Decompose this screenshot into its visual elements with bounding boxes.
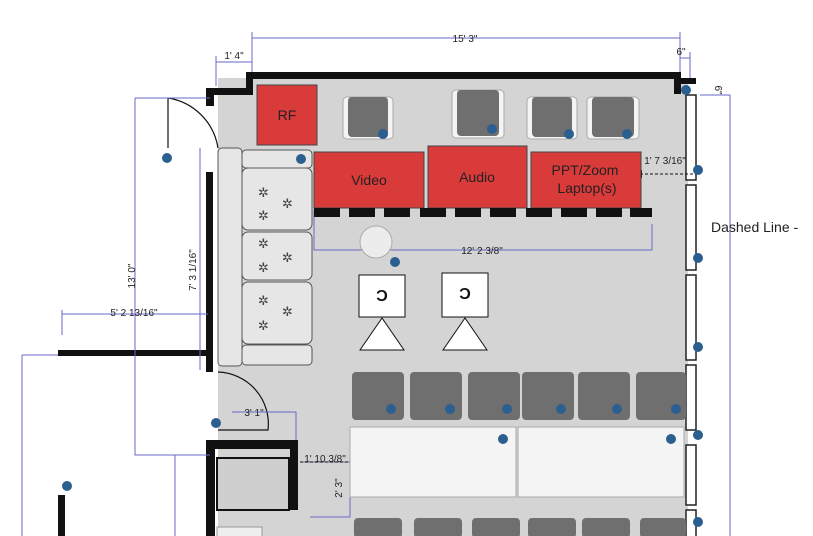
info-icon xyxy=(390,257,400,267)
info-icon xyxy=(378,129,388,139)
walls xyxy=(58,72,696,536)
dim-left-wall: 5' 2 13/16" xyxy=(110,308,158,319)
info-icon xyxy=(502,404,512,414)
dim-screen-span: 12' 2 3/8" xyxy=(461,246,503,257)
dim-left-height: 13' 0" xyxy=(127,263,138,288)
info-icon xyxy=(62,481,72,491)
legend-text: Dashed Line - xyxy=(711,219,799,235)
equipment-row xyxy=(314,208,652,217)
dim-top-width: 15' 3" xyxy=(453,34,478,45)
dim-door-width: 3' 1" xyxy=(244,408,264,419)
svg-text:✲: ✲ xyxy=(258,294,269,309)
info-icon xyxy=(622,129,632,139)
station-ppt-label: PPT/Zoom xyxy=(552,162,619,178)
svg-text:✲: ✲ xyxy=(258,186,269,201)
chair xyxy=(586,96,640,140)
station-video[interactable] xyxy=(313,151,425,209)
info-icon xyxy=(296,154,306,164)
info-icon xyxy=(693,165,703,175)
camera-letter: C xyxy=(459,284,471,301)
sofa: ✲ ✲ ✲ ✲ ✲ ✲ ✲ ✲ ✲ xyxy=(217,147,313,367)
info-icon xyxy=(211,418,221,428)
info-icon xyxy=(671,404,681,414)
dim-top-right: 6" xyxy=(676,47,686,58)
svg-text:✲: ✲ xyxy=(282,197,293,212)
closet xyxy=(216,457,290,511)
info-icon xyxy=(162,153,172,163)
chair xyxy=(342,96,394,140)
round-table xyxy=(359,225,393,259)
table-left xyxy=(349,426,517,498)
camera: C xyxy=(358,274,406,351)
info-icon xyxy=(666,434,676,444)
info-icon xyxy=(612,404,622,414)
info-icon xyxy=(693,342,703,352)
cameras: C C xyxy=(358,272,489,351)
svg-text:✲: ✲ xyxy=(258,237,269,252)
dim-top-left: 1' 4" xyxy=(224,51,244,62)
dim-table-depth: 2' 3" xyxy=(334,478,345,498)
info-icon xyxy=(564,129,574,139)
info-icon xyxy=(487,124,497,134)
info-icon xyxy=(693,253,703,263)
info-icon xyxy=(498,434,508,444)
svg-text:✲: ✲ xyxy=(258,261,269,276)
dim-right-small: 6" xyxy=(712,85,723,95)
info-icons[interactable] xyxy=(62,85,703,527)
info-icon xyxy=(386,404,396,414)
info-icon xyxy=(681,85,691,95)
info-icon xyxy=(556,404,566,414)
station-rf[interactable] xyxy=(256,84,318,146)
chair xyxy=(526,96,578,140)
station-ppt-label2: Laptop(s) xyxy=(557,180,616,196)
dim-sofa-height: 7' 3 1/16" xyxy=(188,249,199,291)
closet-item xyxy=(216,526,263,536)
info-icon xyxy=(693,430,703,440)
svg-text:✲: ✲ xyxy=(282,305,293,320)
door-bottom xyxy=(217,371,269,431)
station-ppt[interactable] xyxy=(530,151,642,209)
station-audio-label: Audio xyxy=(459,169,495,185)
dim-station-offset: 1' 7 3/16" xyxy=(644,156,686,167)
svg-text:✲: ✲ xyxy=(258,209,269,224)
info-icon xyxy=(693,517,703,527)
bottom-chairs xyxy=(354,518,686,536)
station-rf-label: RF xyxy=(278,107,297,123)
table-right xyxy=(517,426,685,498)
door-top xyxy=(167,97,219,149)
dim-table-offset: 1' 10 3/8" xyxy=(304,454,346,465)
dimension-lines xyxy=(21,32,731,536)
info-icon xyxy=(445,404,455,414)
right-windows xyxy=(685,94,697,536)
svg-text:✲: ✲ xyxy=(282,251,293,266)
camera: C xyxy=(441,272,489,351)
camera-letter: C xyxy=(376,286,388,303)
station-video-label: Video xyxy=(351,172,387,188)
svg-text:✲: ✲ xyxy=(258,319,269,334)
